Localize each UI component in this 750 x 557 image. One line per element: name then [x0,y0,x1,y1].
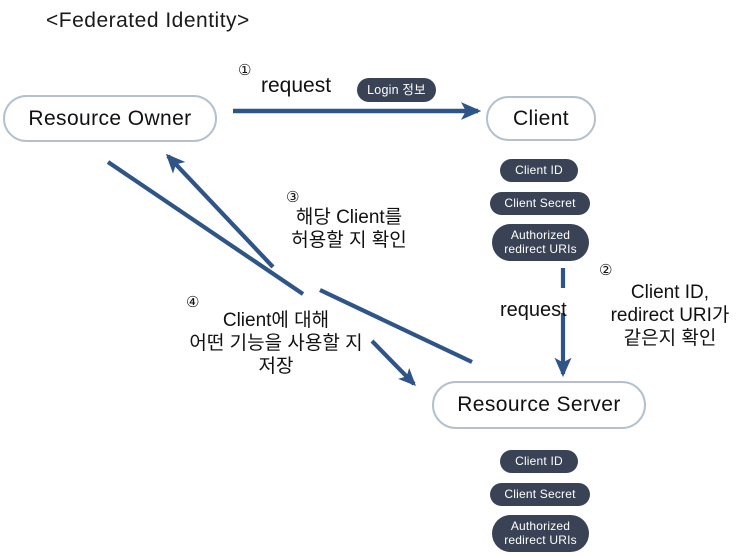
arrow-label-request-horizontal: request [261,74,332,97]
page-title: <Federated Identity> [46,9,250,32]
entity-client[interactable]: Client [486,96,596,141]
entity-resource-owner[interactable]: Resource Owner [3,95,217,142]
badge-login-info: Login 정보 [357,78,436,102]
step-3-label: 해당 Client를 허용할 지 확인 [291,207,407,252]
step-2-label: Client ID, redirect URI가 같은지 확인 [610,282,730,350]
step-4-label: Client에 대해 어떤 기능을 사용할 지 저장 [189,310,363,378]
badge-server-client-id: Client ID [500,450,578,473]
badge-client-redirect-uris: Authorized redirect URIs [492,224,589,261]
entity-client-label: Client [512,106,570,130]
arrow-step3-segment-b [165,153,275,269]
badge-server-client-secret: Client Secret [490,483,590,506]
entity-resource-owner-label: Resource Owner [28,106,192,130]
badge-client-client-id: Client ID [500,159,578,182]
step-3-number: ③ [286,189,300,206]
badge-server-redirect-uris: Authorized redirect URIs [492,515,589,552]
step-2-number: ② [599,262,613,279]
arrow-label-request-vertical: request [500,299,567,321]
entity-resource-server[interactable]: Resource Server [432,381,646,429]
step-4-number: ④ [186,294,200,311]
step-1-number: ① [238,62,252,79]
entity-resource-server-label: Resource Server [457,393,621,416]
badge-client-client-secret: Client Secret [490,192,590,215]
